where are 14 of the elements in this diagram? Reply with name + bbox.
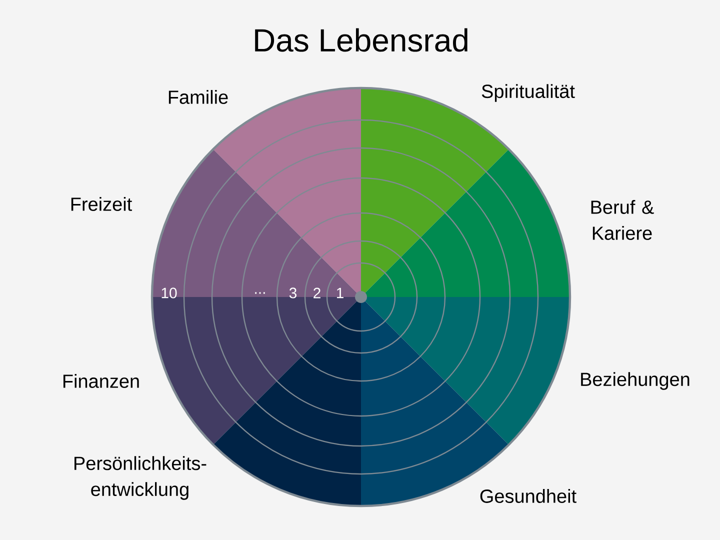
scale-number: ...: [255, 292, 265, 294]
sector-label: Finanzen: [63, 374, 139, 388]
sector-label: Gesundheit: [480, 489, 576, 503]
sector-label: Beziehungen: [581, 372, 690, 390]
title: Das Lebensrad: [255, 28, 468, 52]
sector-label: Freizeit: [71, 197, 132, 211]
sector-label: Spiritualität: [482, 84, 575, 102]
scale-number: 1: [336, 288, 344, 298]
sector-label: Familie: [168, 90, 228, 104]
sector-label: Persönlichkeits- entwicklung: [74, 456, 206, 500]
scale-number: 2: [314, 288, 320, 298]
sector-label: Beruf & Kariere: [591, 200, 654, 240]
scale-number: 10: [162, 288, 177, 298]
scale-number: 3: [289, 288, 297, 298]
